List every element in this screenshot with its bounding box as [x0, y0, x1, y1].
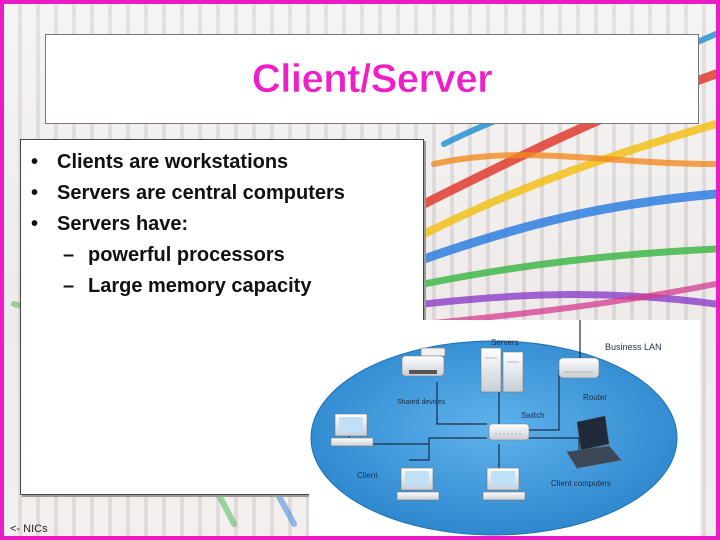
servers-icon	[480, 347, 524, 393]
bullet-item: Clients are workstations	[31, 147, 423, 178]
bullet-list: Clients are workstations Servers are cen…	[21, 140, 423, 302]
title-box: Client/Server	[45, 34, 699, 124]
sub-bullet-item: powerful processors	[31, 240, 423, 271]
label-servers: Servers	[491, 338, 519, 347]
desktop-computer-icon	[396, 467, 440, 501]
desktop-computer-icon	[330, 413, 374, 447]
switch-icon	[488, 423, 530, 441]
router-icon	[558, 357, 600, 379]
sub-bullet-item: Large memory capacity	[31, 271, 423, 302]
label-switch: Switch	[521, 411, 545, 420]
network-diagram-graphic: Servers Business LAN Shared devices Rout…	[310, 320, 678, 536]
label-router: Router	[583, 393, 607, 402]
laptop-icon	[566, 415, 622, 469]
label-shared-devices: Shared devices	[397, 399, 446, 406]
network-diagram: Servers Business LAN Shared devices Rout…	[309, 320, 700, 536]
slide-title: Client/Server	[251, 56, 493, 101]
label-client-computers: Client computers	[551, 479, 611, 488]
bullet-item: Servers are central computers	[31, 178, 423, 209]
label-client: Client	[357, 471, 378, 480]
footer-note: <- NICs	[10, 523, 48, 535]
printer-icon	[401, 347, 446, 377]
bullet-item: Servers have:	[31, 209, 423, 240]
desktop-computer-icon	[482, 467, 526, 501]
label-business-lan: Business LAN	[605, 342, 662, 352]
